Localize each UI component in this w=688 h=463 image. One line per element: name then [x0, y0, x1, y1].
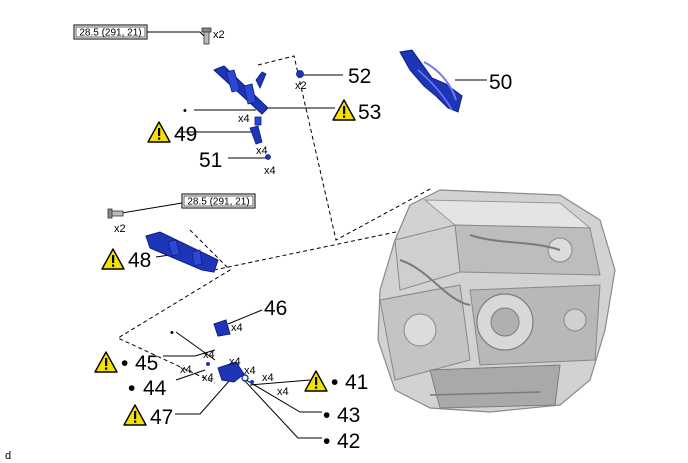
warning-icon-49	[147, 121, 171, 143]
warning-icon-53	[332, 99, 356, 121]
qty-53-leader: x4	[238, 113, 250, 125]
warning-icon-45	[94, 351, 118, 373]
callout-49: 49	[174, 123, 197, 146]
callout-48: 48	[128, 249, 151, 272]
callout-numbers: 52 50 53 49 51 48 46 45 44 47 41 43 42	[128, 65, 512, 453]
qty-part-41: x4	[262, 372, 274, 384]
footer-letter: d	[5, 450, 11, 462]
callout-52: 52	[348, 65, 371, 88]
qty-part-44: x4	[180, 364, 192, 376]
qty-part-52: x2	[295, 80, 307, 92]
torque-spec-top: 28.5 (291, 21)	[73, 24, 148, 40]
part-52-icon	[296, 70, 304, 78]
bracket-46-icon	[213, 319, 231, 337]
bullet-42: •	[323, 430, 330, 453]
callout-51: 51	[199, 149, 222, 172]
callout-50: 50	[489, 71, 512, 94]
torque-spec-middle: 28.5 (291, 21)	[181, 193, 256, 209]
engine-assembly-illustration	[377, 189, 616, 413]
fuel-pump-cluster-icon	[206, 361, 254, 384]
callout-47: 47	[150, 406, 173, 429]
torque-value-middle: 28.5 (291, 21)	[187, 197, 249, 208]
qty-part-47-a: x4	[229, 356, 241, 368]
warning-icon-48	[101, 248, 125, 270]
torque-value-top: 28.5 (291, 21)	[79, 28, 141, 39]
bullet-45: •	[121, 352, 128, 375]
fuel-pipe-lower-icon	[145, 231, 219, 273]
qty-part-45: x4	[203, 349, 215, 361]
qty-bolt-top: x2	[213, 29, 225, 41]
quantity-labels: x2 x2 x4 x4 x4 x2 x4 x4 x4 x4 x4 x4 x4 x…	[114, 29, 307, 398]
qty-bracket-46: x4	[231, 322, 243, 334]
bullet-43: •	[323, 404, 330, 427]
bullet-44: •	[128, 377, 135, 400]
wire-harness-icon	[399, 49, 463, 113]
qty-part-43: x4	[244, 365, 256, 377]
callout-43: 43	[337, 404, 360, 427]
part-51-icon	[265, 154, 271, 160]
bullet-markers: • • • • • • •	[121, 105, 338, 453]
qty-part-47-b: x4	[202, 372, 214, 384]
fuel-delivery-pipe-icon	[213, 65, 269, 115]
bullet-part-leader: •	[170, 327, 174, 339]
bullet-41: •	[331, 371, 338, 394]
bolt-top-icon	[201, 27, 212, 45]
qty-part-51: x4	[264, 165, 276, 177]
qty-bolt-middle: x2	[114, 223, 126, 235]
callout-42: 42	[337, 430, 360, 453]
callout-53: 53	[358, 101, 381, 124]
bullet-53-leader: •	[183, 105, 187, 117]
warning-icon-41	[304, 370, 328, 392]
bolt-middle-icon	[107, 208, 124, 219]
leader-lines	[121, 31, 487, 439]
warning-icon-47	[123, 404, 147, 426]
callout-46: 46	[264, 297, 287, 320]
callout-41: 41	[345, 371, 368, 394]
callout-44: 44	[143, 377, 167, 400]
dashed-location-outline	[116, 55, 433, 384]
qty-injector: x4	[256, 145, 268, 157]
fuel-injector-icon	[249, 116, 263, 145]
qty-part-42: x4	[277, 386, 289, 398]
callout-45: 45	[135, 352, 158, 375]
